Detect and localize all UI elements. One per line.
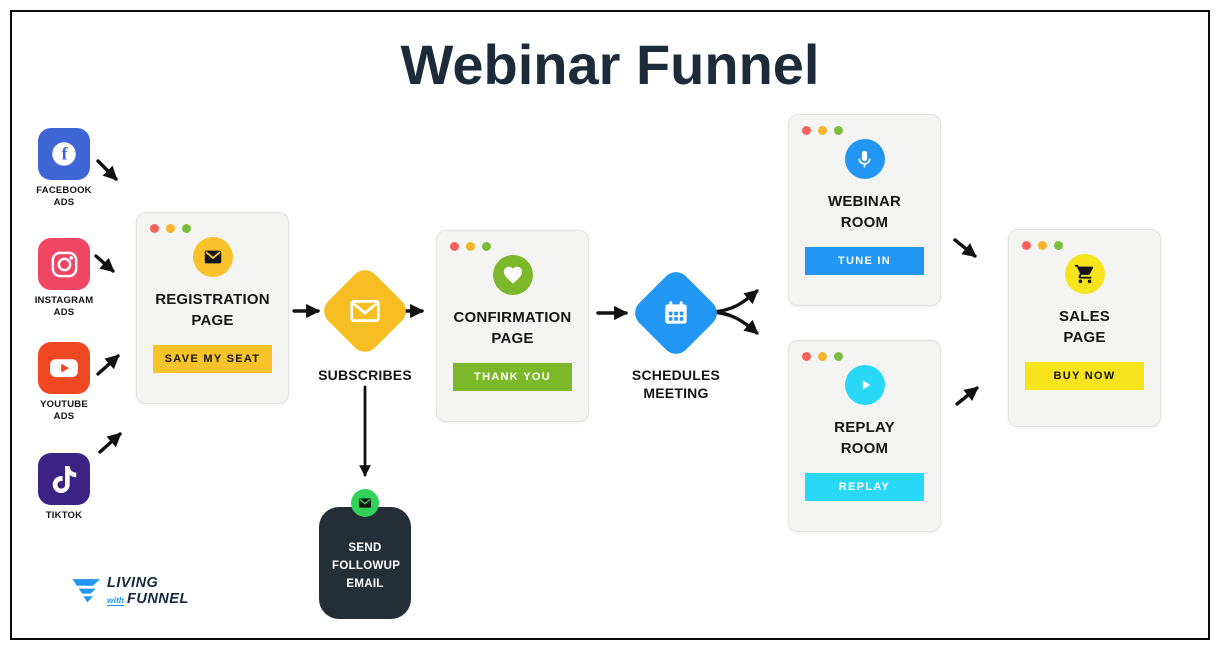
- red-dot-icon: [802, 352, 811, 361]
- registration-page-card: REGISTRATION PAGE SAVE MY SEAT: [136, 212, 289, 404]
- yellow-dot-icon: [1038, 241, 1047, 250]
- confirmation-page-card: CONFIRMATION PAGE THANK YOU: [436, 230, 589, 422]
- webinar-room-title: WEBINAR ROOM: [827, 193, 902, 231]
- logo-with: with: [107, 594, 124, 607]
- webinar-room-card: WEBINAR ROOM TUNE IN: [788, 114, 941, 306]
- save-my-seat-button[interactable]: SAVE MY SEAT: [153, 345, 272, 373]
- tiktok-icon: [52, 465, 76, 493]
- window-dots: [150, 224, 191, 233]
- schedules-meeting-label: SCHEDULES MEETING: [631, 367, 721, 401]
- red-dot-icon: [802, 126, 811, 135]
- window-dots: [802, 352, 843, 361]
- send-followup-email-box: SEND FOLLOWUP EMAIL: [319, 507, 411, 619]
- play-icon: [844, 365, 885, 405]
- red-dot-icon: [150, 224, 159, 233]
- confirmation-page-title: CONFIRMATION PAGE: [453, 309, 572, 347]
- send-followup-email-label: SEND FOLLOWUP EMAIL: [332, 542, 401, 590]
- instagram-ads-tile: [38, 238, 90, 290]
- subscribes-diamond: [318, 264, 412, 358]
- sales-page-card: SALES PAGE BUY NOW: [1008, 229, 1161, 427]
- green-dot-icon: [834, 126, 843, 135]
- instagram-icon: [51, 251, 77, 277]
- svg-text:f: f: [62, 144, 69, 164]
- envelope-outline-icon: [348, 294, 382, 328]
- buy-now-button[interactable]: BUY NOW: [1025, 362, 1144, 390]
- window-dots: [450, 242, 491, 251]
- logo-funnel: FUNNEL: [127, 590, 189, 607]
- subscribes-label: SUBSCRIBES: [318, 367, 412, 383]
- envelope-icon: [192, 237, 233, 277]
- tune-in-button[interactable]: TUNE IN: [805, 247, 924, 275]
- sales-page-title: SALES PAGE: [1058, 308, 1110, 346]
- green-dot-icon: [834, 352, 843, 361]
- page-border: [10, 10, 1210, 640]
- yellow-dot-icon: [166, 224, 175, 233]
- youtube-icon: [50, 359, 78, 378]
- facebook-ads-label: FACEBOOK ADS: [36, 185, 92, 209]
- yellow-dot-icon: [818, 126, 827, 135]
- microphone-icon: [844, 139, 885, 179]
- instagram-ads-label: INSTAGRAM ADS: [34, 295, 94, 319]
- replay-button[interactable]: REPLAY: [805, 473, 924, 501]
- replay-room-card: REPLAY ROOM REPLAY: [788, 340, 941, 532]
- living-with-funnel-logo: LIVING with FUNNEL: [64, 576, 189, 607]
- tiktok-label: TIKTOK: [45, 510, 83, 521]
- green-dot-icon: [182, 224, 191, 233]
- youtube-ads-label: YOUTUBE ADS: [40, 399, 88, 423]
- cart-icon: [1064, 254, 1105, 294]
- logo-text: LIVING with FUNNEL: [107, 575, 189, 607]
- thank-you-button[interactable]: THANK YOU: [453, 363, 572, 391]
- calendar-icon: [660, 297, 692, 329]
- registration-page-title: REGISTRATION PAGE: [155, 291, 270, 329]
- facebook-ads-tile: f: [38, 128, 90, 180]
- envelope-badge-icon: [351, 489, 379, 517]
- red-dot-icon: [450, 242, 459, 251]
- heart-icon: [492, 255, 533, 295]
- page-title: Webinar Funnel: [400, 33, 820, 96]
- facebook-icon: f: [52, 142, 76, 166]
- green-dot-icon: [482, 242, 491, 251]
- replay-room-title: REPLAY ROOM: [834, 419, 895, 457]
- youtube-ads-tile: [38, 342, 90, 394]
- green-dot-icon: [1054, 241, 1063, 250]
- logo-living: LIVING: [107, 575, 159, 592]
- yellow-dot-icon: [466, 242, 475, 251]
- window-dots: [802, 126, 843, 135]
- window-dots: [1022, 241, 1063, 250]
- red-dot-icon: [1022, 241, 1031, 250]
- schedules-meeting-diamond: [629, 266, 723, 360]
- logo-funnel-icon: [72, 579, 101, 603]
- yellow-dot-icon: [818, 352, 827, 361]
- tiktok-tile: [38, 453, 90, 505]
